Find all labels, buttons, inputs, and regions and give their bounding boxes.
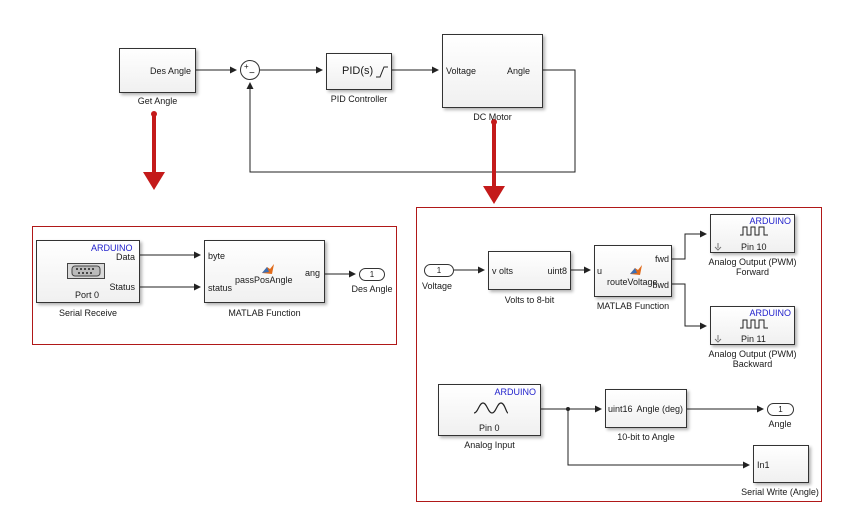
function-name: routeVoltage bbox=[607, 277, 658, 287]
saturation-icon bbox=[376, 66, 388, 78]
port-label: fwd bbox=[654, 254, 669, 264]
port-label: bwd bbox=[652, 280, 669, 290]
sine-wave-icon bbox=[473, 402, 509, 414]
bit-to-angle-block[interactable]: uint16 Angle (deg) bbox=[605, 389, 687, 428]
sum-minus-sign: − bbox=[249, 68, 255, 79]
serial-write-block[interactable]: In1 bbox=[753, 445, 809, 483]
pin-label: Pin 10 bbox=[741, 242, 767, 252]
callout-arrow bbox=[483, 119, 505, 204]
block-caption: MATLAB Function bbox=[228, 308, 301, 318]
matlab-function-block[interactable]: byte status ang passPosAngle bbox=[204, 240, 325, 303]
pwm-wave-icon bbox=[740, 319, 768, 329]
port-caption: Angle bbox=[768, 419, 792, 429]
volts-to-8bit-block[interactable]: v olts uint8 bbox=[488, 251, 571, 290]
port-label: uint8 bbox=[547, 266, 567, 276]
port-label: Angle (deg) bbox=[636, 404, 683, 414]
port-label: Status bbox=[109, 282, 135, 292]
port-label: In1 bbox=[757, 460, 770, 470]
pin-label: Pin 0 bbox=[479, 423, 500, 433]
port-label: status bbox=[208, 283, 233, 293]
arduino-label: ARDUINO bbox=[91, 243, 133, 253]
pin-label: Pin 11 bbox=[741, 334, 766, 344]
arduino-label: ARDUINO bbox=[494, 387, 536, 397]
block-caption: Serial Write (Angle) bbox=[741, 487, 819, 497]
pid-label: PID(s) bbox=[342, 65, 374, 77]
pwm-wave-icon bbox=[740, 226, 768, 236]
block-caption: Analog Output (PWM) bbox=[708, 349, 797, 359]
block-caption: Analog Output (PWM) bbox=[708, 257, 797, 267]
sum-block[interactable]: + − bbox=[240, 60, 260, 80]
down-arrow-icon bbox=[714, 335, 722, 343]
block-caption: Backward bbox=[732, 359, 773, 369]
port-label: Angle bbox=[506, 66, 530, 76]
matlab-logo-icon bbox=[630, 265, 642, 275]
arduino-label: ARDUINO bbox=[749, 216, 791, 226]
pwm-backward-block[interactable]: ARDUINO Pin 11 bbox=[710, 306, 795, 345]
block-caption: Serial Receive bbox=[58, 308, 118, 318]
dc-motor-block[interactable]: Voltage Angle bbox=[442, 34, 543, 108]
serial-port-icon bbox=[67, 263, 105, 279]
port-label: byte bbox=[208, 251, 226, 261]
arduino-label: ARDUINO bbox=[749, 308, 791, 318]
port-label: u bbox=[597, 266, 603, 276]
inport-voltage[interactable]: 1 bbox=[424, 264, 454, 277]
port-label: Des Angle bbox=[149, 66, 191, 76]
port-label: Data bbox=[115, 252, 135, 262]
port-label: uint16 bbox=[608, 404, 633, 414]
matlab-logo-icon bbox=[262, 264, 274, 274]
block-caption: PID Controller bbox=[330, 94, 388, 104]
block-caption: MATLAB Function bbox=[596, 301, 670, 311]
block-caption: Get Angle bbox=[137, 96, 178, 106]
port-number-label: Port 0 bbox=[75, 290, 100, 300]
port-label: v olts bbox=[492, 266, 514, 276]
right-detail-panel bbox=[416, 207, 822, 502]
port-label: ang bbox=[304, 268, 320, 278]
left-detail-panel bbox=[32, 226, 397, 345]
get-angle-block[interactable]: Des Angle bbox=[119, 48, 196, 93]
block-caption: Des Angle bbox=[351, 284, 393, 294]
outport-angle[interactable]: 1 bbox=[767, 403, 794, 416]
pid-controller-block[interactable]: PID(s) bbox=[326, 53, 392, 90]
function-name: passPosAngle bbox=[235, 275, 293, 285]
port-caption: Voltage bbox=[422, 281, 453, 291]
block-caption: Volts to 8-bit bbox=[504, 295, 555, 305]
route-voltage-function-block[interactable]: u fwd bwd routeVoltage bbox=[594, 245, 672, 297]
callout-arrow bbox=[143, 111, 165, 190]
analog-input-block[interactable]: ARDUINO Pin 0 bbox=[438, 384, 541, 436]
block-caption: Forward bbox=[735, 267, 769, 277]
down-arrow-icon bbox=[714, 243, 722, 251]
port-label: Voltage bbox=[446, 66, 477, 76]
pwm-forward-block[interactable]: ARDUINO Pin 10 bbox=[710, 214, 795, 253]
outport-des-angle[interactable]: 1 bbox=[359, 268, 385, 281]
block-caption: 10-bit to Angle bbox=[617, 432, 675, 442]
block-caption: Analog Input bbox=[464, 440, 515, 450]
sum-plus-sign: + bbox=[244, 62, 249, 71]
block-caption: DC Motor bbox=[473, 112, 512, 122]
serial-receive-block[interactable]: ARDUINO Data Status Port 0 bbox=[36, 240, 140, 303]
